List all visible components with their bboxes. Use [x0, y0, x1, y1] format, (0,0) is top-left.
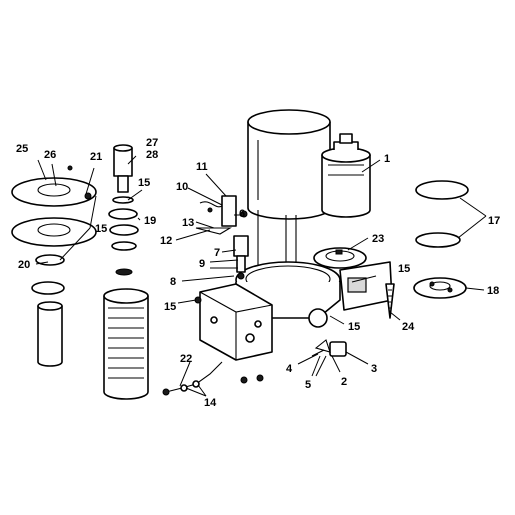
callout-15: 15 — [398, 263, 410, 275]
callout-21: 21 — [90, 151, 102, 163]
hose-fittings — [162, 296, 264, 396]
end-cover-plates — [11, 165, 97, 295]
callout-28: 28 — [146, 149, 158, 161]
filter-sleeve — [37, 301, 63, 367]
callout-5: 5 — [305, 379, 311, 391]
callout-10: 10 — [176, 181, 188, 193]
callout-25: 25 — [16, 143, 28, 155]
callout-12: 12 — [160, 235, 172, 247]
callout-11: 11 — [196, 161, 208, 173]
pump-housing — [235, 261, 393, 328]
pump-piston-stack — [108, 144, 139, 276]
callout-15: 15 — [164, 301, 176, 313]
callout-24: 24 — [402, 321, 415, 333]
callout-1: 1 — [384, 153, 390, 165]
callout-15: 15 — [95, 223, 107, 235]
pressure-switch-valve — [199, 195, 237, 227]
callout-13: 13 — [182, 217, 194, 229]
callout-7: 7 — [214, 247, 220, 259]
relief-valve-cover — [313, 247, 367, 269]
seal-rings — [413, 180, 469, 299]
callout-labels: 1 2 3 4 5 6 7 8 9 10 11 12 13 14 15 15 1… — [16, 137, 500, 409]
valve-manifold-block — [199, 283, 273, 361]
reservoir-cylinder — [247, 109, 331, 220]
callout-19: 19 — [144, 215, 156, 227]
callout-15: 15 — [348, 321, 360, 333]
leader-lines — [35, 155, 487, 397]
solenoid-cartridge-valve — [233, 235, 249, 280]
callout-14: 14 — [204, 397, 217, 409]
check-valve-assembly — [311, 339, 347, 357]
electric-motor — [321, 133, 371, 218]
callout-17: 17 — [488, 215, 500, 227]
callout-27: 27 — [146, 137, 158, 149]
callout-22: 22 — [180, 353, 192, 365]
callout-15: 15 — [138, 177, 150, 189]
callout-4: 4 — [286, 363, 293, 375]
callout-3: 3 — [371, 363, 377, 375]
callout-20: 20 — [18, 259, 30, 271]
callout-9: 9 — [199, 258, 205, 270]
callout-6: 6 — [239, 208, 245, 220]
callout-2: 2 — [341, 376, 347, 388]
callout-23: 23 — [372, 233, 384, 245]
callout-26: 26 — [44, 149, 56, 161]
callout-18: 18 — [487, 285, 499, 297]
accumulator-cylinder — [103, 288, 149, 400]
callout-8: 8 — [170, 276, 176, 288]
filter-screen — [385, 283, 395, 319]
